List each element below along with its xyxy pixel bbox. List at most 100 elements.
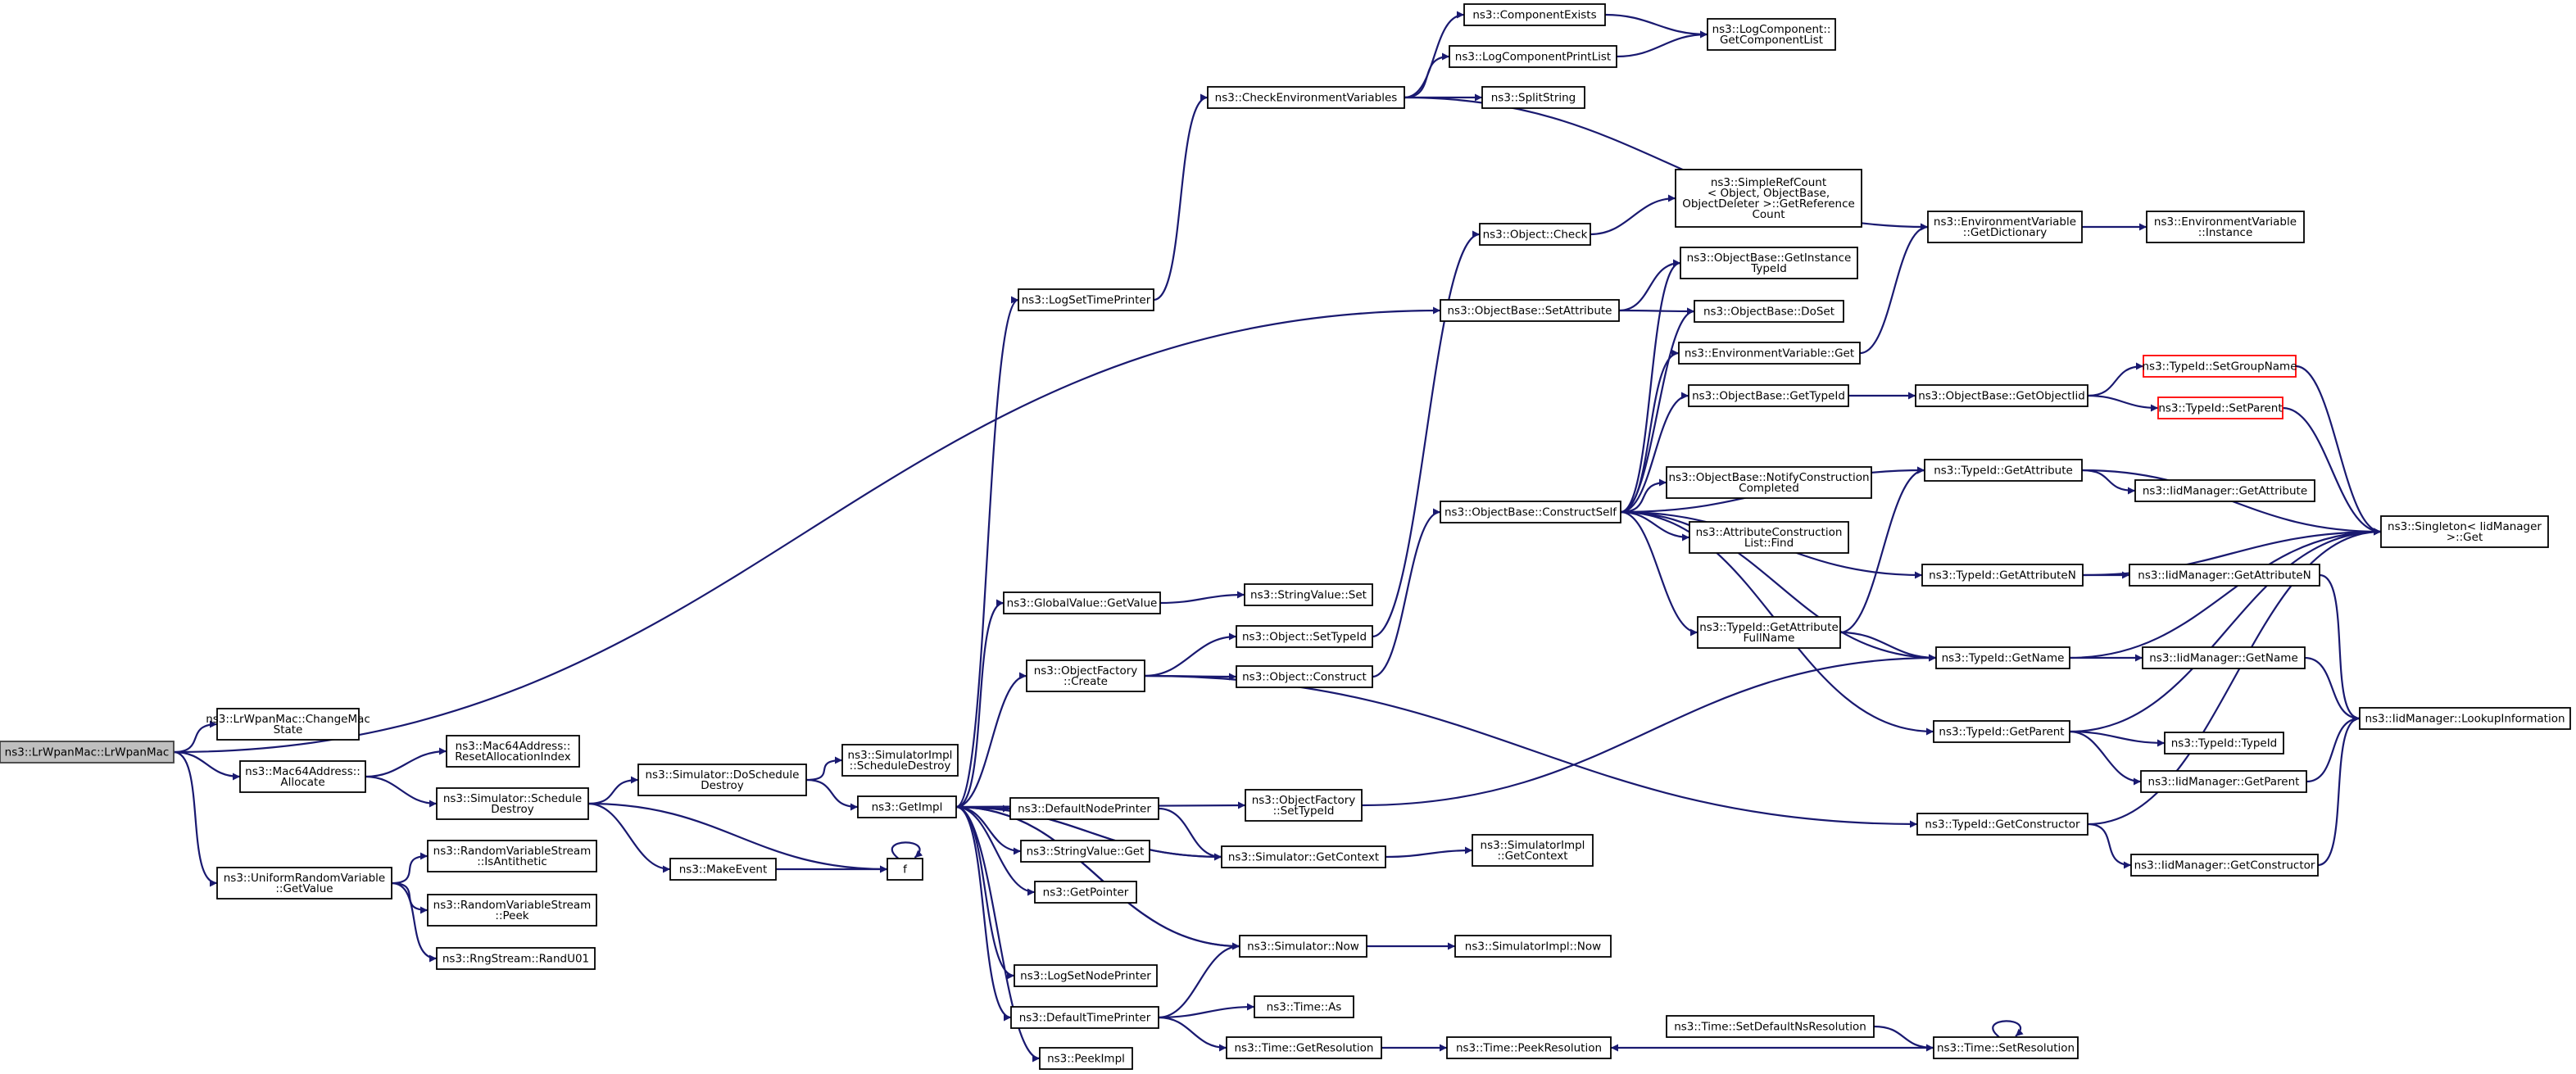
node-envgetdict[interactable]: ns3::EnvironmentVariable::GetDictionary [1927, 211, 2083, 243]
node-getpointer[interactable]: ns3::GetPointer [1034, 881, 1137, 904]
node-box [1221, 845, 1386, 868]
node-label: TypeId [1750, 262, 1787, 275]
node-label: ns3::RandomVariableStream [433, 899, 592, 912]
node-logcompget[interactable]: ns3::LogComponent::GetComponentList [1707, 18, 1836, 51]
node-obgetobjectiid[interactable]: ns3::ObjectBase::GetObjectIid [1915, 384, 2088, 407]
node-iidgetctor[interactable]: ns3::IidManager::GetConstructor [2130, 854, 2319, 877]
node-rvspeek[interactable]: ns3::RandomVariableStream::Peek [427, 894, 597, 927]
edge-simdosched-to-getimpl [805, 778, 859, 811]
node-objcheck[interactable]: ns3::Object::Check [1479, 223, 1591, 246]
node-iidgetattr[interactable]: ns3::IidManager::GetAttribute [2134, 479, 2315, 502]
node-obgettypeid[interactable]: ns3::ObjectBase::GetTypeId [1688, 384, 1849, 407]
node-simplerefcount[interactable]: ns3::SimpleRefCount< Object, ObjectBase,… [1675, 169, 1862, 228]
node-obconstruct[interactable]: ns3::ObjectBase::ConstructSelf [1440, 501, 1621, 523]
edge-iidgetattrn-to-iidlookup [2319, 573, 2361, 723]
node-deftimeprinter[interactable]: ns3::DefaultTimePrinter [1010, 1006, 1159, 1029]
node-box [1921, 564, 2084, 587]
node-label: ns3::Mac64Address:: [245, 765, 361, 778]
node-label: ns3::PeekImpl [1047, 1053, 1125, 1066]
node-envget[interactable]: ns3::EnvironmentVariable::Get [1678, 342, 1861, 365]
node-f[interactable]: f [887, 858, 923, 881]
node-splitstring[interactable]: ns3::SplitString [1481, 86, 1585, 109]
node-urvget[interactable]: ns3::UniformRandomVariable::GetValue [216, 867, 392, 900]
node-stringvalueset[interactable]: ns3::StringValue::Set [1244, 583, 1373, 606]
edge-objfactcreate-to-objsettypeid [1144, 632, 1237, 677]
node-box [1003, 591, 1161, 614]
node-logcompprint[interactable]: ns3::LogComponentPrintList [1449, 45, 1617, 68]
node-timepeekres[interactable]: ns3::Time::PeekResolution [1446, 1036, 1612, 1059]
node-objconstruct[interactable]: ns3::Object::Construct [1236, 665, 1373, 688]
node-box [436, 787, 589, 820]
node-label: ns3::ObjectBase::GetObjectIid [1918, 390, 2085, 403]
node-label: ns3::CheckEnvironmentVariables [1215, 92, 1398, 105]
node-peekimpl[interactable]: ns3::PeekImpl [1039, 1047, 1133, 1070]
node-defnodeprinter[interactable]: ns3::DefaultNodePrinter [1009, 797, 1159, 820]
node-iidlookup[interactable]: ns3::IidManager::LookupInformation [2359, 707, 2571, 730]
node-tidgetattr[interactable]: ns3::TypeId::GetAttribute [1924, 459, 2083, 482]
node-tidsetgroup[interactable]: ns3::TypeId::SetGroupName [2142, 355, 2297, 378]
node-objfactcreate[interactable]: ns3::ObjectFactory::Create [1026, 659, 1145, 692]
node-box [1236, 625, 1373, 648]
node-rvsanti[interactable]: ns3::RandomVariableStream::IsAntithetic [427, 840, 597, 872]
node-obnotify[interactable]: ns3::ObjectBase::NotifyConstructionCompl… [1666, 466, 1872, 499]
node-objsettypeid[interactable]: ns3::Object::SetTypeId [1236, 625, 1373, 648]
node-randu01[interactable]: ns3::RngStream::RandU01 [436, 947, 596, 970]
node-tidgetname[interactable]: ns3::TypeId::GetName [1935, 646, 2070, 669]
edge-obconstruct-to-tidgetattrfull [1620, 510, 1698, 637]
node-getimpl[interactable]: ns3::GetImpl [857, 795, 957, 818]
node-compexists[interactable]: ns3::ComponentExists [1463, 3, 1606, 26]
node-m64alloc[interactable]: ns3::Mac64Address::Allocate [239, 760, 366, 793]
node-timesetres[interactable]: ns3::Time::SetResolution [1933, 1036, 2079, 1059]
node-singleton[interactable]: ns3::Singleton< IidManager>::Get [2380, 515, 2549, 548]
node-gvgetvalue[interactable]: ns3::GlobalValue::GetValue [1003, 591, 1161, 614]
edge-deftimeprinter-to-timeas [1158, 1003, 1255, 1019]
node-timesetdefns[interactable]: ns3::Time::SetDefaultNsResolution [1666, 1015, 1875, 1038]
node-obdoset[interactable]: ns3::ObjectBase::DoSet [1694, 300, 1844, 323]
node-box [1675, 169, 1862, 228]
edge-obgetobjectiid-to-tidsetgroup [2087, 362, 2144, 397]
node-tidtypeid[interactable]: ns3::TypeId::TypeId [2164, 732, 2284, 755]
node-label: ns3::Simulator::GetContext [1228, 851, 1379, 864]
node-simimplsched[interactable]: ns3::SimulatorImpl::ScheduleDestroy [841, 744, 959, 777]
node-simimplgetctx[interactable]: ns3::SimulatorImpl::GetContext [1472, 834, 1594, 867]
node-objfactsettid[interactable]: ns3::ObjectFactory::SetTypeId [1245, 789, 1363, 822]
node-label: Destroy [491, 803, 534, 816]
edge-obconstruct-to-obgettypeid [1620, 392, 1689, 514]
node-box [2380, 515, 2549, 548]
edge-logcompprint-to-logcompget [1616, 30, 1708, 58]
node-label: FullName [1744, 632, 1795, 645]
node-timeas[interactable]: ns3::Time::As [1254, 995, 1354, 1018]
node-checkenv[interactable]: ns3::CheckEnvironmentVariables [1207, 86, 1405, 109]
node-box [841, 744, 959, 777]
node-simgetctx[interactable]: ns3::Simulator::GetContext [1221, 845, 1386, 868]
node-m64reset[interactable]: ns3::Mac64Address::ResetAllocationIndex [446, 735, 580, 768]
node-tidsetparent[interactable]: ns3::TypeId::SetParent [2157, 397, 2283, 419]
node-iidgetparent[interactable]: ns3::IidManager::GetParent [2140, 770, 2307, 793]
node-makeevent[interactable]: ns3::MakeEvent [669, 858, 777, 881]
node-label: ns3::GetImpl [872, 801, 943, 814]
node-logsetnode[interactable]: ns3::LogSetNodePrinter [1014, 964, 1158, 987]
node-simimplnow[interactable]: ns3::SimulatorImpl::Now [1454, 935, 1612, 958]
node-box [1463, 3, 1606, 26]
node-obsetattr[interactable]: ns3::ObjectBase::SetAttribute [1440, 299, 1620, 322]
node-tidgetattrn[interactable]: ns3::TypeId::GetAttributeN [1921, 564, 2084, 587]
node-tidgetctor[interactable]: ns3::TypeId::GetConstructor [1916, 813, 2088, 836]
edge-tidgetparent-to-singleton [2069, 528, 2382, 733]
node-envinstance[interactable]: ns3::EnvironmentVariable::Instance [2146, 211, 2305, 243]
node-simnow[interactable]: ns3::Simulator::Now [1239, 935, 1367, 958]
node-iidgetattrn[interactable]: ns3::IidManager::GetAttributeN [2129, 564, 2320, 587]
edge-simsched-to-makeevent [587, 802, 671, 873]
node-label: ns3::Mac64Address:: [456, 740, 571, 753]
node-root[interactable]: ns3::LrWpanMac::LrWpanMac [0, 741, 175, 764]
node-simsched[interactable]: ns3::Simulator::ScheduleDestroy [436, 787, 589, 820]
node-iidgetname[interactable]: ns3::IidManager::GetName [2142, 646, 2306, 669]
node-stringvalueget[interactable]: ns3::StringValue::Get [1020, 840, 1150, 863]
node-logsettime[interactable]: ns3::LogSetTimePrinter [1018, 288, 1154, 311]
node-timegetres[interactable]: ns3::Time::GetResolution [1226, 1036, 1382, 1059]
node-tidgetparent[interactable]: ns3::TypeId::GetParent [1933, 720, 2070, 743]
